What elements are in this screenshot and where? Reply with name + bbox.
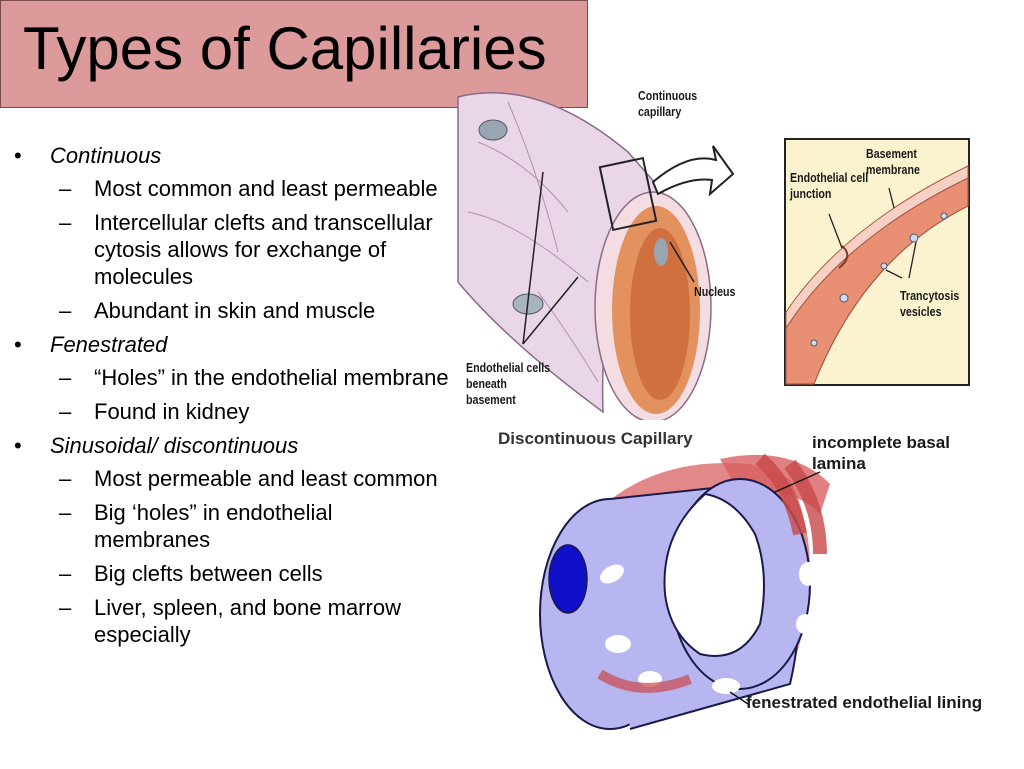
- discontinuous-capillary-illustration: [539, 453, 830, 730]
- bullet-fenestrated: • Fenestrated: [14, 331, 454, 358]
- bullet-list: • Continuous –Most common and least perm…: [14, 142, 454, 655]
- sub-bullet: –Found in kidney: [14, 398, 454, 425]
- bullet-marker: •: [14, 433, 22, 458]
- sub-bullet-text: Found in kidney: [94, 399, 250, 424]
- sub-marker: –: [59, 595, 72, 620]
- sub-bullet: –Intercellular clefts and transcellular …: [14, 209, 454, 290]
- label-nucleus: Nucleus: [694, 284, 736, 299]
- bullet-marker: •: [14, 143, 22, 168]
- title-bar: Types of Capillaries: [0, 0, 588, 108]
- sub-marker: –: [59, 176, 72, 201]
- sub-bullet: –Big ‘holes” in endothelial membranes: [14, 499, 454, 553]
- sub-bullet-text: Big clefts between cells: [94, 561, 323, 586]
- bullet-label: Continuous: [50, 143, 162, 168]
- bullet-sinusoidal: • Sinusoidal/ discontinuous: [14, 432, 454, 459]
- label-continuous-capillary: Continuous capillary: [638, 88, 698, 119]
- label-fenestrated-lining: fenestrated endothelial lining: [746, 693, 983, 712]
- sub-bullet-text: Most common and least permeable: [94, 176, 438, 201]
- sub-marker: –: [59, 500, 72, 525]
- sub-bullet-text: “Holes” in the endothelial membrane: [94, 365, 449, 390]
- sub-bullet: –Most common and least permeable: [14, 175, 454, 202]
- sub-bullet: –Liver, spleen, and bone marrow especial…: [14, 594, 454, 648]
- sub-marker: –: [59, 210, 72, 235]
- sub-bullet: –Abundant in skin and muscle: [14, 297, 454, 324]
- bullet-marker: •: [14, 332, 22, 357]
- sub-bullet-text: Abundant in skin and muscle: [94, 298, 376, 323]
- slide-title: Types of Capillaries: [23, 15, 547, 82]
- sub-bullet: –Big clefts between cells: [14, 560, 454, 587]
- continuous-capillary-figure: Continuous capillary Nucleus Endothelial…: [448, 82, 768, 423]
- bullet-label: Fenestrated: [50, 332, 168, 357]
- sub-bullet-text: Intercellular clefts and transcellular c…: [94, 210, 433, 289]
- bullet-continuous: • Continuous: [14, 142, 454, 169]
- sub-marker: –: [59, 365, 72, 390]
- bullet-label: Sinusoidal/ discontinuous: [50, 433, 299, 458]
- label-transcytosis-vesicles: Trancytosis vesicles: [900, 288, 960, 319]
- sub-bullet: –Most permeable and least common: [14, 465, 454, 492]
- label-cell-junction: Endothelial cell junction: [790, 170, 869, 201]
- sub-marker: –: [59, 298, 72, 323]
- sub-marker: –: [59, 561, 72, 586]
- continuous-capillary-illustration: [457, 92, 735, 423]
- detail-inset-illustration: [784, 138, 970, 386]
- sub-bullet-text: Liver, spleen, and bone marrow especiall…: [94, 595, 401, 647]
- discontinuous-capillary-title: Discontinuous Capillary: [498, 429, 693, 448]
- sub-bullet-text: Big ‘holes” in endothelial membranes: [94, 500, 333, 552]
- discontinuous-capillary-figure: Discontinuous Capillary incomplete basal…: [490, 424, 1010, 764]
- label-basement-membrane: Basement membrane: [866, 146, 920, 177]
- label-incomplete-basal-lamina: incomplete basal lamina: [812, 433, 950, 473]
- sub-bullet-text: Most permeable and least common: [94, 466, 438, 491]
- sub-bullet: –“Holes” in the endothelial membrane: [14, 364, 454, 391]
- sub-marker: –: [59, 466, 72, 491]
- label-endothelial-cells: Endothelial cells beneath basement membr…: [466, 360, 551, 407]
- sub-marker: –: [59, 399, 72, 424]
- detail-inset-figure: Basement membrane Endothelial cell junct…: [784, 138, 970, 386]
